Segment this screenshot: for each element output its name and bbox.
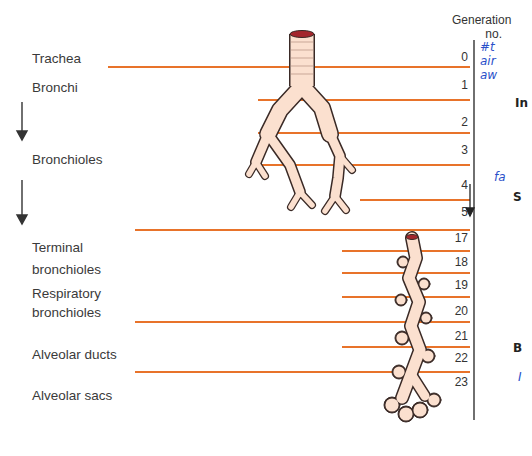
- generation-number: 23: [438, 374, 468, 390]
- handwritten-note: air: [480, 54, 520, 68]
- airway-name: Terminal bronchioles: [32, 237, 122, 281]
- bronchiole-opening: [406, 235, 418, 240]
- airway-name: Bronchi: [32, 80, 132, 96]
- handwritten-note: I: [518, 370, 532, 384]
- bronchial-tree-outline: [249, 34, 352, 211]
- airway-name: Bronchioles: [32, 152, 132, 168]
- airway-name: Alveolar sacs: [32, 388, 142, 404]
- generation-number: 21: [438, 328, 468, 344]
- handwritten-note: #t: [480, 40, 520, 54]
- alveolar-airway-outline: [384, 238, 441, 422]
- down-arrow: [17, 102, 27, 224]
- generation-number: 17: [438, 230, 468, 246]
- handwritten-note: fa: [494, 170, 524, 184]
- generation-number: 18: [438, 254, 468, 270]
- handwritten-note: B: [513, 340, 532, 356]
- generation-number: 19: [438, 277, 468, 293]
- trachea-rings: [291, 42, 313, 74]
- handwritten-note: In: [515, 95, 532, 111]
- axis-heading: Generation no.: [452, 13, 502, 41]
- generation-number: 20: [438, 303, 468, 319]
- airway-name: Alveolar ducts: [32, 347, 142, 363]
- handwritten-note: aw: [480, 68, 520, 82]
- axis-line: [473, 40, 474, 420]
- generation-number: 5: [438, 204, 468, 220]
- generation-number: 2: [438, 114, 468, 130]
- airway-name: Trachea: [32, 51, 132, 67]
- generation-number: 0: [438, 49, 468, 65]
- generation-number: 3: [438, 142, 468, 158]
- trachea-opening: [290, 31, 314, 38]
- handwritten-note: S: [513, 189, 532, 205]
- generation-number: 22: [438, 350, 468, 366]
- generation-number: 4: [438, 177, 468, 193]
- airway-name: Respiratory bronchioles: [32, 284, 122, 322]
- alveolar-airway-fill: [385, 238, 439, 421]
- bronchial-tree-fill: [249, 35, 352, 211]
- generation-number: 1: [438, 77, 468, 93]
